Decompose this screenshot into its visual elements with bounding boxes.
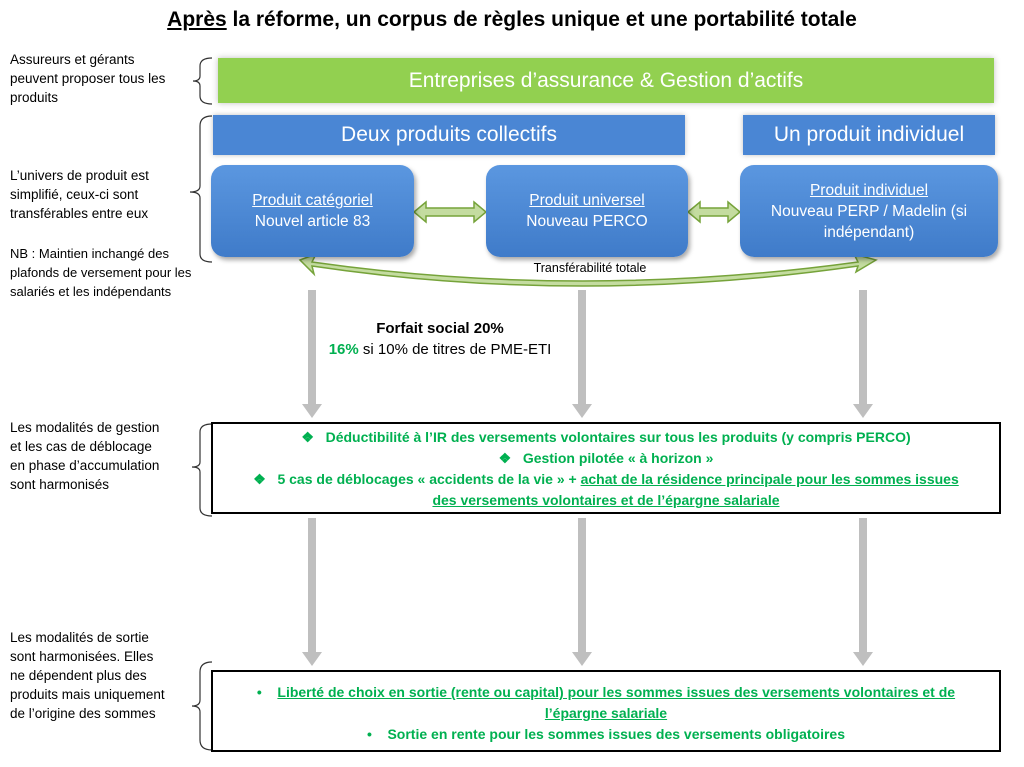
management-item: ❖ Déductibilité à l’IR des versements vo… bbox=[213, 427, 999, 448]
providers-bar: Entreprises d’assurance & Gestion d’acti… bbox=[218, 58, 994, 103]
management-item: ❖ 5 cas de déblocages « accidents de la … bbox=[213, 469, 999, 511]
exit-item-text: Sortie en rente pour les sommes issues d… bbox=[387, 726, 845, 742]
forfait-social: Forfait social 20% 16% si 10% de titres … bbox=[300, 318, 580, 360]
group-individual: Un produit individuel bbox=[743, 115, 995, 155]
title-rest: la réforme, un corpus de règles unique e… bbox=[226, 8, 857, 31]
brace-providers bbox=[192, 57, 213, 105]
forfait-title: Forfait social 20% bbox=[376, 320, 504, 337]
product-subtitle: Nouvel article 83 bbox=[254, 213, 371, 230]
management-item-text: 5 cas de déblocages « accidents de la vi… bbox=[277, 471, 581, 487]
product-universel: Produit universel Nouveau PERCO bbox=[486, 165, 688, 257]
product-categoriel: Produit catégoriel Nouvel article 83 bbox=[211, 165, 414, 257]
transfer-label: Transférabilité totale bbox=[533, 261, 647, 275]
brace-management bbox=[191, 423, 213, 517]
double-arrow-2-3 bbox=[686, 200, 742, 224]
transfer-curve-arrow bbox=[298, 252, 878, 287]
down-arrow-2b bbox=[578, 518, 586, 654]
exit-item: • Liberté de choix en sortie (rente ou c… bbox=[243, 682, 969, 724]
brace-products bbox=[189, 115, 213, 263]
note-universe: L’univers de produit est simplifié, ceux… bbox=[10, 168, 149, 221]
group-collective: Deux produits collectifs bbox=[213, 115, 685, 155]
product-title: Produit universel bbox=[529, 192, 645, 209]
product-title: Produit individuel bbox=[809, 181, 929, 199]
management-box: ❖ Déductibilité à l’IR des versements vo… bbox=[211, 422, 1001, 514]
management-item-text: Gestion pilotée « à horizon » bbox=[522, 450, 714, 466]
forfait-reduced-condition: si 10% de titres de PME-ETI bbox=[358, 341, 552, 358]
brace-exit bbox=[191, 661, 213, 751]
note-management: Les modalités de gestion et les cas de d… bbox=[10, 420, 160, 492]
product-subtitle: Nouveau PERCO bbox=[526, 213, 648, 230]
forfait-reduced-rate: 16% bbox=[328, 341, 359, 358]
down-arrow-2b-head bbox=[572, 652, 592, 666]
note-providers: Assureurs et gérants peuvent proposer to… bbox=[10, 52, 166, 105]
exit-item-underlined: Liberté de choix en sortie (rente ou cap… bbox=[277, 684, 956, 721]
diamond-bullet-icon: ❖ bbox=[498, 450, 512, 466]
down-arrow-3a-head bbox=[853, 404, 873, 418]
management-item-text: Déductibilité à l’IR des versements volo… bbox=[325, 429, 911, 445]
management-item: ❖ Gestion pilotée « à horizon » bbox=[213, 448, 999, 469]
down-arrow-3b bbox=[859, 518, 867, 654]
diamond-bullet-icon: ❖ bbox=[253, 471, 266, 487]
down-arrow-1b bbox=[308, 518, 316, 654]
down-arrow-2a bbox=[578, 290, 586, 406]
double-arrow-1-2 bbox=[412, 200, 488, 224]
down-arrow-1a bbox=[308, 290, 316, 406]
down-arrow-1a-head bbox=[302, 404, 322, 418]
product-title: Produit catégoriel bbox=[252, 192, 373, 209]
down-arrow-2a-head bbox=[572, 404, 592, 418]
bullet-icon: • bbox=[256, 684, 262, 700]
down-arrow-3a bbox=[859, 290, 867, 406]
note-nb: NB : Maintien inchangé des plafonds de v… bbox=[10, 246, 192, 299]
product-individuel: Produit individuel Nouveau PERP / Madeli… bbox=[740, 165, 998, 257]
exit-box: • Liberté de choix en sortie (rente ou c… bbox=[211, 670, 1001, 752]
title-underlined: Après bbox=[167, 8, 227, 31]
exit-item: • Sortie en rente pour les sommes issues… bbox=[243, 724, 969, 745]
management-item-underlined: achat de la résidence principale pour le… bbox=[432, 471, 959, 508]
bullet-icon: • bbox=[367, 726, 372, 742]
diamond-bullet-icon: ❖ bbox=[301, 429, 314, 445]
product-subtitle: Nouveau PERP / Madelin (si indépendant) bbox=[770, 202, 968, 241]
note-exit: Les modalités de sortie sont harmonisées… bbox=[10, 630, 165, 721]
page-title: Après la réforme, un corpus de règles un… bbox=[0, 8, 1024, 32]
down-arrow-1b-head bbox=[302, 652, 322, 666]
down-arrow-3b-head bbox=[853, 652, 873, 666]
